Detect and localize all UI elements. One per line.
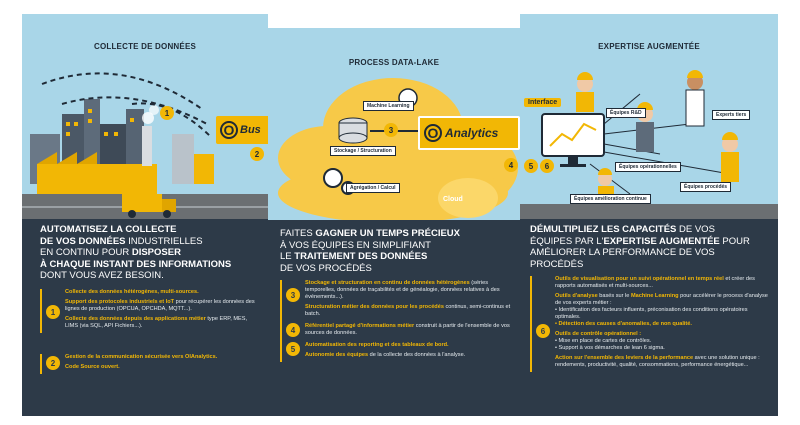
step-2-badge: 2 xyxy=(250,147,264,161)
step-1-badge: 1 xyxy=(160,106,174,120)
section-title-datalake: PROCESS DATA-LAKE xyxy=(348,58,440,67)
section-title-collecte: COLLECTE DE DONNÉES xyxy=(93,42,197,51)
oi-bus-logo: O Bus xyxy=(216,116,268,144)
interface-badge: Interface xyxy=(524,98,562,107)
equipes-rd-label: Équipes R&D xyxy=(606,108,646,118)
box-number: 4 xyxy=(286,323,300,337)
dark-content-area xyxy=(520,219,778,416)
experts-tiers-label: Experts tiers xyxy=(712,110,751,120)
collecte-items: Collecte des données hétérogènes, multi-… xyxy=(65,289,255,329)
box-number: 3 xyxy=(286,288,300,302)
stockage-label: Stockage / Structuration xyxy=(330,146,396,156)
panel-collecte: COLLECTE DE DONNÉES xyxy=(22,14,268,416)
step-5-badge: 5 xyxy=(524,159,538,173)
step-4-badge: 4 xyxy=(504,158,518,172)
oi-logo-icon: O xyxy=(424,124,442,142)
automatisation-items: Automatisation des reporting et des tabl… xyxy=(305,342,466,358)
agregation-label: Agrégation / Calcul xyxy=(346,183,400,193)
cloud-label: Cloud xyxy=(443,196,463,203)
analytics-label: Analytics xyxy=(445,126,499,140)
panel-expertise: EXPERTISE AUGMENTÉE xyxy=(520,14,778,416)
collecte-box-1: 1 Collecte des données hétérogènes, mult… xyxy=(40,289,261,333)
collecte-heading: AUTOMATISEZ LA COLLECTE DE VOS DONNÉES I… xyxy=(40,224,232,281)
collecte-box-2: 2 Gestion de la communication sécurisée … xyxy=(40,354,261,374)
bus-label: Bus xyxy=(240,124,261,136)
machine-learning-label: Machine Learning xyxy=(363,101,414,111)
equipes-operationnelles-label: Équipes opérationnelles xyxy=(615,162,681,172)
oi-logo-icon: O xyxy=(220,121,238,139)
oi-analytics-logo: O Analytics xyxy=(418,116,520,150)
equipes-amelioration-label: Équipes amélioration continue xyxy=(570,194,651,204)
box-number: 6 xyxy=(536,324,550,338)
section-title-expertise: EXPERTISE AUGMENTÉE xyxy=(598,42,700,51)
expertise-heading: DÉMULTIPLIEZ LES CAPACITÉS DE VOS ÉQUIPE… xyxy=(530,224,750,270)
datalake-boxes: 3 Stockage et structuration en continu d… xyxy=(280,280,518,362)
stockage-items: Stockage et structuration en continu de … xyxy=(305,280,511,317)
equipes-procedes-label: Équipes procédés xyxy=(680,182,732,192)
expertise-items: Outils de visualisation pour un suivi op… xyxy=(555,276,768,368)
box-number: 1 xyxy=(46,305,60,319)
box-number: 2 xyxy=(46,356,60,370)
step-6-badge: 6 xyxy=(540,159,554,173)
panel-datalake: PROCESS DATA-LAKE Machine Learning Stock… xyxy=(268,28,520,416)
dark-content-area xyxy=(268,220,520,416)
box-number: 5 xyxy=(286,342,300,356)
dark-content-area xyxy=(22,219,268,416)
expertise-box: 6 Outils de visualisation pour un suivi … xyxy=(530,276,772,372)
factory-illustration xyxy=(22,72,268,222)
step-3-badge: 3 xyxy=(384,123,398,137)
datalake-heading: FAITES GAGNER UN TEMPS PRÉCIEUX À VOS ÉQ… xyxy=(280,228,461,274)
referentiel-items: Référentiel partagé d'informations métie… xyxy=(305,323,510,336)
communication-items: Gestion de la communication sécurisée ve… xyxy=(65,354,218,370)
